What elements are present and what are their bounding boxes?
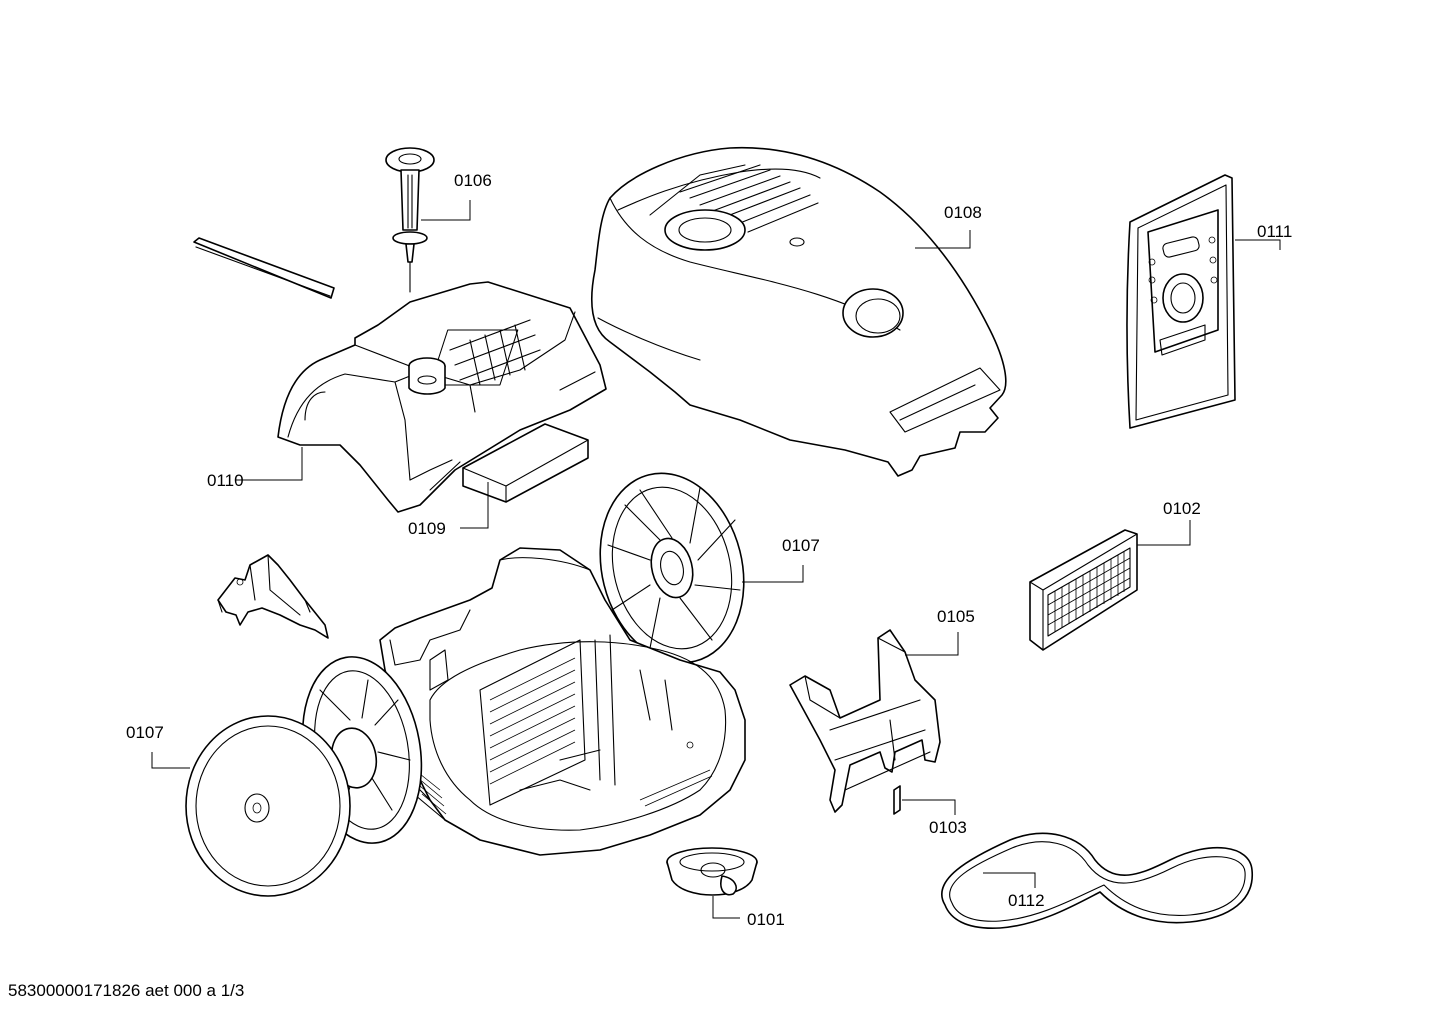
part-0110-filter-housing [277, 281, 607, 513]
label-0111: 0111 [1257, 222, 1292, 241]
leader-0109 [460, 482, 489, 529]
label-0109: 0109 [408, 519, 446, 538]
part-0111-dust-bag [1126, 174, 1236, 429]
label-0101: 0101 [747, 910, 785, 929]
leader-0111 [1235, 239, 1281, 250]
part-0106-pin [385, 147, 435, 293]
leader-lines [151, 200, 1281, 919]
part-0103-small-pad [893, 785, 901, 815]
part-0107-wheel-left [185, 656, 423, 897]
leader-0101 [712, 896, 740, 919]
part-0107-wheel-right [599, 472, 745, 664]
document-id-footer: 58300000171826 aet 000 a 1/3 [8, 981, 245, 1000]
label-0107-left: 0107 [126, 723, 164, 742]
part-0109-filter-pad [462, 423, 589, 503]
label-0102: 0102 [1163, 499, 1201, 518]
leader-0108 [915, 230, 971, 249]
leader-0105 [905, 632, 959, 656]
part-chassis [379, 547, 746, 856]
part-0101-caster [666, 847, 758, 896]
part-strip [193, 237, 335, 299]
label-0106: 0106 [454, 171, 492, 190]
part-0105-bag-holder [789, 629, 941, 813]
label-0107-right: 0107 [782, 536, 820, 555]
label-0112: 0112 [1008, 891, 1045, 910]
part-0108-top-cover [590, 146, 1007, 477]
leader-0106 [421, 200, 471, 221]
label-0110: 0110 [207, 471, 244, 490]
label-0103: 0103 [929, 818, 967, 837]
leader-0112 [983, 872, 1036, 888]
label-0108: 0108 [944, 203, 982, 222]
leader-0103 [902, 799, 956, 815]
label-0105: 0105 [937, 607, 975, 626]
leader-0102 [1137, 520, 1191, 546]
part-bracket [217, 554, 329, 639]
leader-0110 [235, 447, 303, 481]
part-labels: 0106 0108 0111 0110 0109 0102 0107 0105 … [126, 171, 1292, 929]
part-0102-exhaust-filter [1029, 529, 1138, 651]
leader-0107-right [742, 565, 804, 583]
leader-0107-left [151, 752, 190, 769]
part-0112-belt [941, 832, 1253, 929]
